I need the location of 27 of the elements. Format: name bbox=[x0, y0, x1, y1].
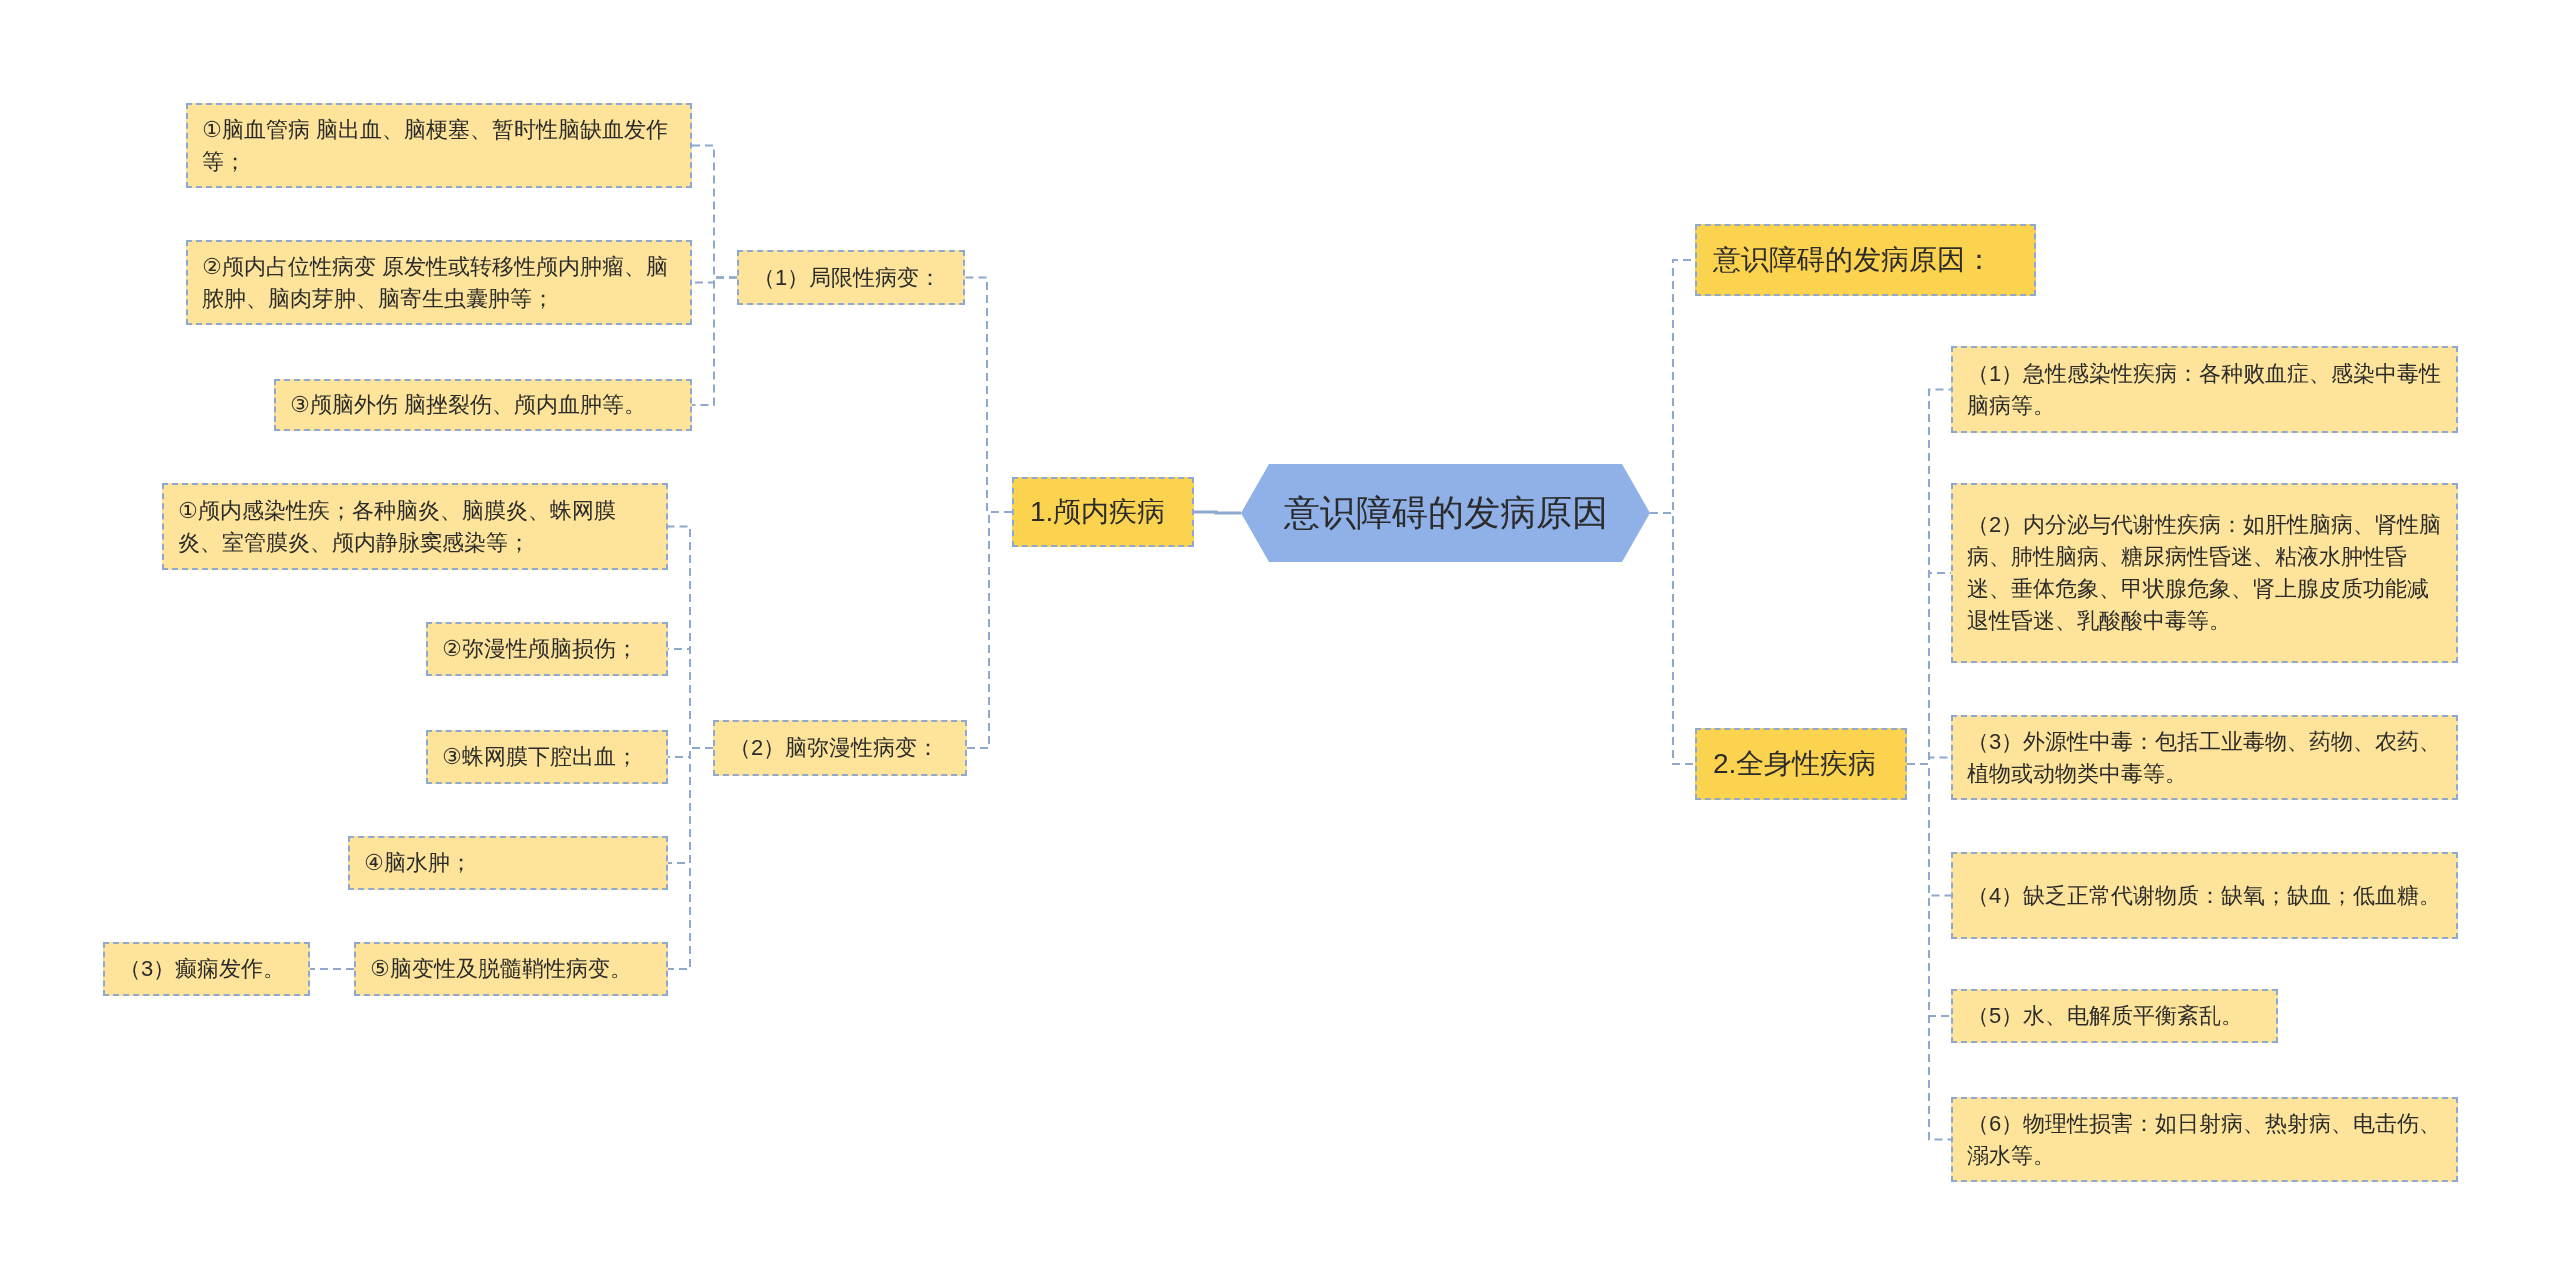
subtopic-box: （2）内分泌与代谢性疾病：如肝性脑病、肾性脑病、肺性脑病、糖尿病性昏迷、粘液水肿性昏迷、垂体危象、甲状腺危象、肾上腺皮质功能减退性昏迷、乳酸酸中毒等。 bbox=[1951, 483, 2458, 663]
subtopic-box: （1）局限性病变： bbox=[737, 250, 965, 305]
connector-line bbox=[1649, 512, 1696, 765]
subtopic-box: ③颅脑外伤 脑挫裂伤、颅内血肿等。 bbox=[274, 379, 692, 431]
subtopic-box: ①脑血管病 脑出血、脑梗塞、暂时性脑缺血发作等； bbox=[186, 103, 692, 188]
branch-topic-box: 意识障碍的发病原因： bbox=[1695, 224, 2036, 296]
connector-line bbox=[667, 747, 714, 970]
branch-topic-box: 1.颅内疾病 bbox=[1012, 477, 1194, 547]
connector-line bbox=[966, 511, 1013, 749]
subtopic-box: ①颅内感染性疾；各种脑炎、脑膜炎、蛛网膜炎、室管膜炎、颅内静脉窦感染等； bbox=[162, 483, 668, 570]
branch-topic-box: 2.全身性疾病 bbox=[1695, 728, 1907, 800]
connector-line bbox=[309, 968, 355, 970]
subtopic-box: ③蛛网膜下腔出血； bbox=[426, 730, 668, 784]
subtopic-box: （1）急性感染性疾病：各种败血症、感染中毒性脑病等。 bbox=[1951, 346, 2458, 433]
connector-line bbox=[1194, 510, 1241, 515]
subtopic-box: ⑤脑变性及脱髓鞘性病变。 bbox=[354, 942, 668, 996]
subtopic-box: （2）脑弥漫性病变： bbox=[713, 720, 967, 776]
connector-line bbox=[691, 276, 738, 406]
subtopic-box: （3）外源性中毒：包括工业毒物、药物、农药、植物或动物类中毒等。 bbox=[1951, 715, 2458, 800]
subtopic-box: （3）癫痫发作。 bbox=[103, 942, 310, 996]
subtopic-box: （4）缺乏正常代谢物质：缺氧；缺血；低血糖。 bbox=[1951, 852, 2458, 939]
subtopic-box: ②颅内占位性病变 原发性或转移性颅内肿瘤、脑脓肿、脑肉芽肿、脑寄生虫囊肿等； bbox=[186, 240, 692, 325]
subtopic-box: ④脑水肿； bbox=[348, 836, 668, 890]
central-topic-hexagon: 意识障碍的发病原因 bbox=[1241, 464, 1650, 562]
subtopic-box: （6）物理性损害：如日射病、热射病、电击伤、溺水等。 bbox=[1951, 1097, 2458, 1182]
subtopic-box: （5）水、电解质平衡紊乱。 bbox=[1951, 989, 2278, 1043]
subtopic-box: ②弥漫性颅脑损伤； bbox=[426, 622, 668, 676]
